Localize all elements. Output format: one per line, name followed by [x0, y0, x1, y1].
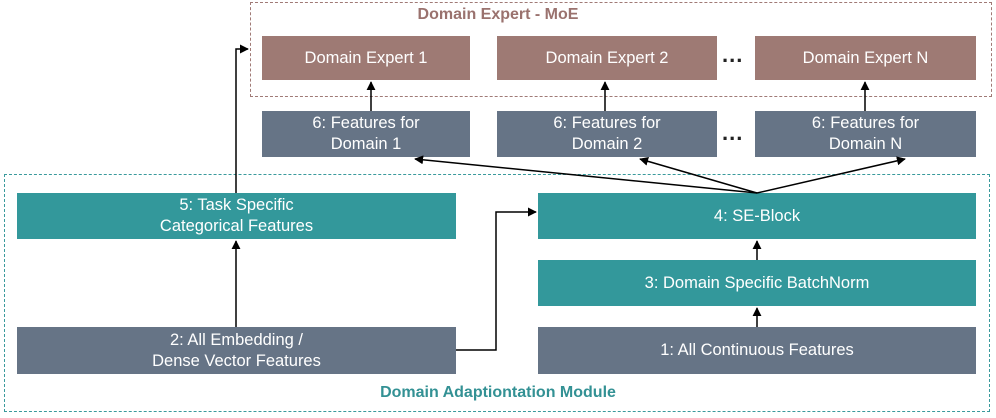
- embedding-dense-vector-features: 2: All Embedding / Dense Vector Features: [17, 327, 456, 374]
- moe-region: [250, 2, 992, 97]
- arrow-se-features1: [414, 155, 758, 194]
- domain-expert-1: Domain Expert 1: [262, 36, 470, 80]
- features-ellipsis: ...: [722, 120, 744, 145]
- domain-specific-batchnorm: 3: Domain Specific BatchNorm: [538, 260, 976, 306]
- arrow-se-features2: [639, 156, 758, 194]
- arrow-se-featuresn: [756, 156, 906, 194]
- features-domain-1: 6: Features for Domain 1: [262, 111, 470, 157]
- se-block: 4: SE-Block: [538, 193, 976, 239]
- adaptation-module-title: Domain Adaptiontation Module: [380, 384, 616, 401]
- task-specific-categorical-features: 5: Task Specific Categorical Features: [17, 193, 456, 239]
- features-domain-2: 6: Features for Domain 2: [497, 111, 717, 157]
- adaptation-module-region: [4, 174, 990, 412]
- arrow-task-to-moe: [235, 44, 249, 193]
- domain-expert-2: Domain Expert 2: [497, 36, 717, 80]
- moe-title: Domain Expert - MoE: [417, 6, 579, 23]
- all-continuous-features: 1: All Continuous Features: [538, 327, 976, 374]
- expert-ellipsis: ...: [722, 42, 744, 67]
- domain-expert-n: Domain Expert N: [755, 36, 976, 80]
- arrow-embedding-se: [456, 207, 537, 351]
- features-domain-n: 6: Features for Domain N: [755, 111, 976, 157]
